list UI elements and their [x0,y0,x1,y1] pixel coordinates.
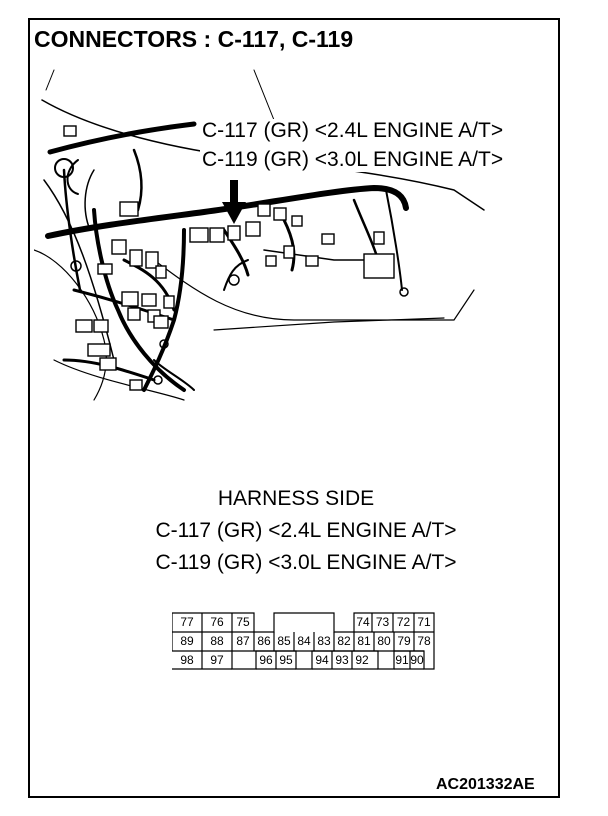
callout-line-c119: C-119 (GR) <3.0L ENGINE A/T> [200,148,506,172]
pin-88: 88 [210,634,224,648]
diagram-frame [28,18,560,798]
pin-82: 82 [337,634,351,648]
pin-92: 92 [355,653,369,667]
pin-75: 75 [236,615,250,629]
pin-83: 83 [317,634,331,648]
pin-77: 77 [180,615,194,629]
pin-95: 95 [279,653,293,667]
page-title: CONNECTORS : C-117, C-119 [34,26,354,52]
pin-71: 71 [417,615,431,629]
pin-98: 98 [180,653,194,667]
callout-line-c117: C-117 (GR) <2.4L ENGINE A/T> [200,119,506,143]
pin-76: 76 [210,615,224,629]
harness-side-heading: HARNESS SIDE [217,487,375,510]
harness-line-c119: C-119 (GR) <3.0L ENGINE A/T> [155,551,457,574]
harness-line-c117: C-117 (GR) <2.4L ENGINE A/T> [155,519,457,542]
pin-78: 78 [417,634,431,648]
pin-81: 81 [357,634,371,648]
reference-code: AC201332AE [436,776,535,793]
pin-90: 90 [410,653,424,667]
pin-72: 72 [396,615,411,629]
pin-73: 73 [375,615,390,629]
wiring-harness-illustration [34,69,485,401]
pin-85: 85 [277,634,291,648]
pin-84: 84 [297,634,311,648]
pin-74: 74 [356,615,370,629]
connector-face-diagram: 77 76 75 74 73 72 71 89 88 87 86 85 84 8… [171,612,436,670]
pin-80: 80 [377,634,391,648]
pin-86: 86 [257,634,271,648]
pin-91: 91 [395,653,409,667]
pin-96: 96 [259,653,273,667]
pin-93: 93 [335,653,349,667]
connector-outline [171,612,435,670]
pin-89: 89 [180,634,194,648]
pin-94: 94 [315,653,329,667]
pin-87: 87 [236,634,250,648]
pin-97: 97 [210,653,224,667]
pin-79: 79 [397,634,411,648]
